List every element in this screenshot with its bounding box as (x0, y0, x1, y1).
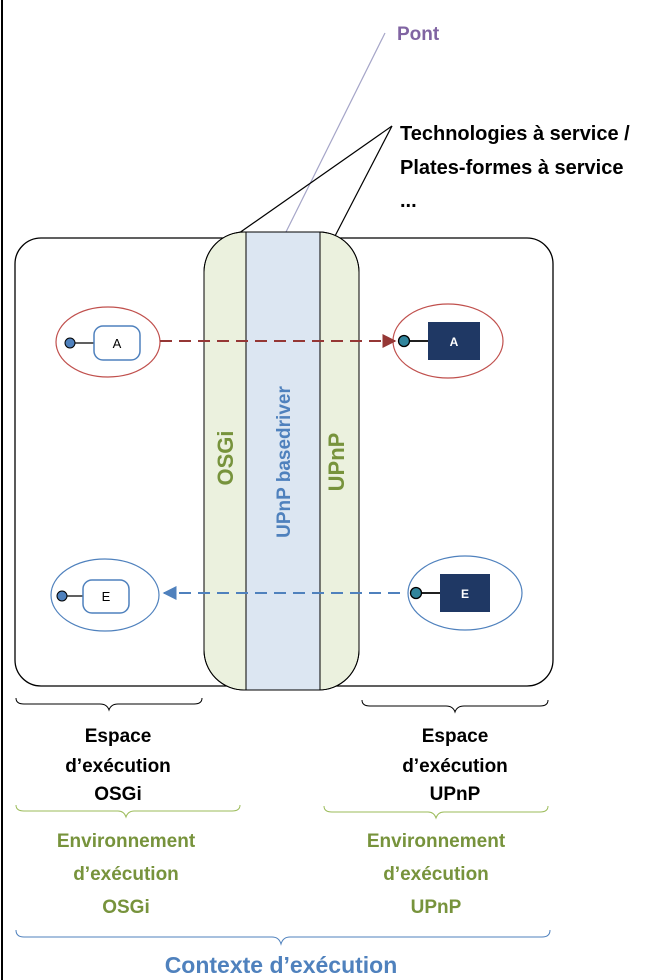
brace-espace-upnp (361, 699, 549, 714)
brace-contexte (15, 929, 551, 946)
tech-callout-line-left (231, 125, 393, 239)
service-a-left-label: A (113, 336, 122, 351)
espace-osgi-line-3: OSGi (94, 784, 142, 805)
env-osgi-line-3: OSGi (102, 897, 150, 918)
espace-osgi-line-2: d’exécution (65, 756, 171, 777)
basedriver-band (246, 232, 320, 690)
service-a-left-box (93, 325, 141, 361)
service-e-left-ellipse (50, 558, 160, 632)
service-e-right-box (440, 574, 490, 612)
service-e-left-label: E (102, 589, 111, 604)
env-upnp-line-3: UPnP (411, 897, 462, 918)
service-a-right-dot (397, 334, 411, 348)
service-e-right-dot (409, 586, 423, 600)
espace-upnp-line-3: UPnP (430, 784, 481, 805)
technologies-line-1: Technologies à service / (400, 123, 630, 145)
tech-callout-line-right (333, 125, 393, 239)
bridge-pill-outline (203, 231, 360, 691)
contexte-label: Contexte d’exécution (165, 952, 398, 978)
technologies-line-3: ... (400, 190, 417, 212)
service-a-left-dot (64, 337, 76, 349)
brace-espace-osgi (15, 697, 203, 712)
service-e-left-dot (56, 590, 68, 602)
technologies-line-2: Plates-formes à service (400, 157, 623, 179)
espace-osgi-line-1: Espace (85, 726, 152, 747)
pont-callout-line (282, 32, 386, 239)
espace-upnp-line-2: d’exécution (402, 756, 508, 777)
env-osgi-line-1: Environnement (57, 831, 196, 852)
env-upnp-line-1: Environnement (367, 831, 506, 852)
service-a-right-box (428, 322, 480, 360)
pont-label: Pont (397, 24, 440, 45)
brace-env-osgi (15, 804, 241, 819)
env-upnp-line-2: d’exécution (383, 864, 489, 885)
env-osgi-line-2: d’exécution (73, 864, 179, 885)
band-label-basedriver: UPnP basedriver (274, 386, 295, 538)
service-a-right-label: A (450, 335, 459, 349)
band-label-upnp: UPnP (324, 433, 349, 492)
service-e-left-box (82, 579, 130, 614)
service-e-right-ellipse (407, 555, 523, 631)
service-e-right-label: E (461, 587, 469, 601)
brace-env-upnp (323, 805, 549, 820)
espace-upnp-line-1: Espace (422, 726, 489, 747)
band-label-osgi: OSGi (213, 430, 238, 485)
